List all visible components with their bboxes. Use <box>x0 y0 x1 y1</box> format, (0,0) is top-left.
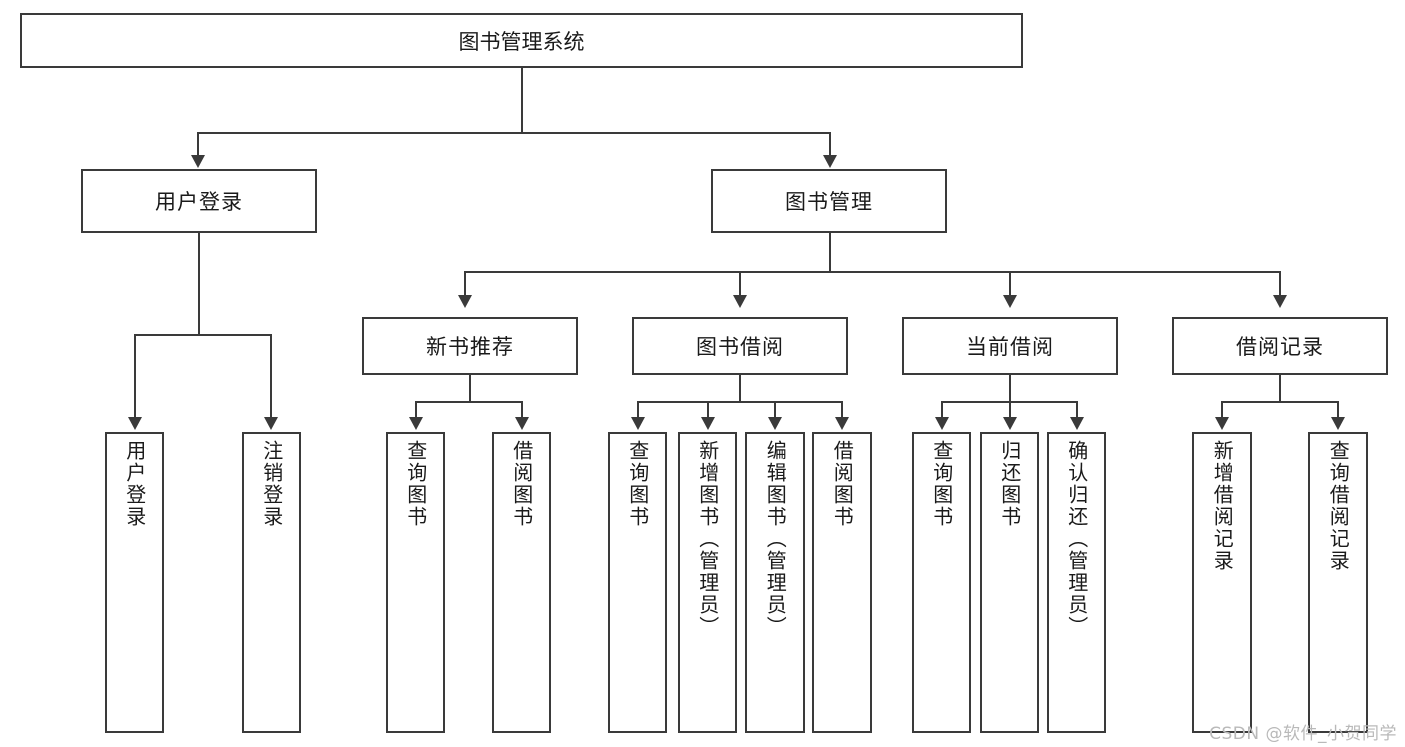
leaf-borrow-book[interactable]: 借阅图书 <box>812 432 872 733</box>
leaf-edit-book-admin[interactable]: 编辑图书（管理员） <box>745 432 805 733</box>
connector-current-borrow-trunk <box>1009 375 1011 403</box>
connector-book-management-trunk <box>829 233 831 273</box>
connector-book-borrow-trunk <box>739 375 741 403</box>
arrowhead-bb-leaf-1 <box>631 417 645 430</box>
connector-root-to-book-management <box>829 132 831 157</box>
leaf-label: 编辑图书（管理员） <box>763 440 788 638</box>
leaf-borrow-book-recommend[interactable]: 借阅图书 <box>492 432 551 733</box>
arrowhead-user-login <box>191 155 205 168</box>
connector-user-login-bus <box>134 334 271 336</box>
node-label: 图书管理系统 <box>458 29 585 54</box>
arrowhead-bb-leaf-2 <box>701 417 715 430</box>
node-label: 新书推荐 <box>426 335 514 359</box>
leaf-logout[interactable]: 注销登录 <box>242 432 301 733</box>
connector-bb-branch-1 <box>637 401 639 419</box>
leaf-query-borrow-record[interactable]: 查询借阅记录 <box>1308 432 1368 733</box>
leaf-query-book-borrow[interactable]: 查询图书 <box>608 432 667 733</box>
connector-bb-branch-2 <box>707 401 709 419</box>
leaf-return-book[interactable]: 归还图书 <box>980 432 1039 733</box>
node-borrow-record[interactable]: 借阅记录 <box>1172 317 1388 375</box>
arrowhead-leaf-user-login <box>128 417 142 430</box>
leaf-add-borrow-record[interactable]: 新增借阅记录 <box>1192 432 1252 733</box>
leaf-label: 确认归还（管理员） <box>1064 440 1089 638</box>
leaf-label: 新增图书（管理员） <box>695 440 720 638</box>
arrowhead-bb-leaf-4 <box>835 417 849 430</box>
node-label: 图书管理 <box>785 190 873 214</box>
connector-bb-branch-4 <box>841 401 843 419</box>
node-user-login[interactable]: 用户登录 <box>81 169 317 233</box>
node-new-book-recommend[interactable]: 新书推荐 <box>362 317 578 375</box>
arrowhead-cb-leaf-3 <box>1070 417 1084 430</box>
node-label: 用户登录 <box>155 190 243 214</box>
leaf-label: 新增借阅记录 <box>1210 440 1235 572</box>
connector-user-login-trunk <box>198 233 200 336</box>
connector-cb-branch-3 <box>1076 401 1078 419</box>
arrowhead-cb-leaf-1 <box>935 417 949 430</box>
leaf-label: 注销登录 <box>259 440 284 528</box>
connector-bb-branch-3 <box>774 401 776 419</box>
leaf-query-book-current[interactable]: 查询图书 <box>912 432 971 733</box>
leaf-add-book-admin[interactable]: 新增图书（管理员） <box>678 432 737 733</box>
arrowhead-borrow-record <box>1273 295 1287 308</box>
leaf-label: 用户登录 <box>122 440 147 528</box>
leaf-label: 归还图书 <box>997 440 1022 528</box>
arrowhead-cb-leaf-2 <box>1003 417 1017 430</box>
connector-new-book-recommend-trunk <box>469 375 471 403</box>
connector-to-current-borrow <box>1009 271 1011 297</box>
connector-user-login-branch-2 <box>270 334 272 419</box>
connector-to-new-book-recommend <box>464 271 466 297</box>
connector-to-book-borrow <box>739 271 741 297</box>
node-label: 当前借阅 <box>966 335 1054 359</box>
leaf-confirm-return-admin[interactable]: 确认归还（管理员） <box>1047 432 1106 733</box>
connector-to-borrow-record <box>1279 271 1281 297</box>
leaf-label: 查询借阅记录 <box>1326 440 1351 572</box>
leaf-label: 查询图书 <box>403 440 428 528</box>
leaf-query-book-recommend[interactable]: 查询图书 <box>386 432 445 733</box>
connector-root-bus <box>197 132 831 134</box>
connector-borrow-record-bus <box>1221 401 1339 403</box>
node-book-management[interactable]: 图书管理 <box>711 169 947 233</box>
arrowhead-br-leaf-2 <box>1331 417 1345 430</box>
connector-level3-bus <box>464 271 1280 273</box>
arrowhead-bb-leaf-3 <box>768 417 782 430</box>
arrowhead-br-leaf-1 <box>1215 417 1229 430</box>
node-root-book-management-system[interactable]: 图书管理系统 <box>20 13 1023 68</box>
node-label: 图书借阅 <box>696 335 784 359</box>
leaf-label: 查询图书 <box>929 440 954 528</box>
arrowhead-book-management <box>823 155 837 168</box>
leaf-user-login[interactable]: 用户登录 <box>105 432 164 733</box>
connector-cb-branch-1 <box>941 401 943 419</box>
arrowhead-book-borrow <box>733 295 747 308</box>
connector-br-branch-2 <box>1337 401 1339 419</box>
connector-user-login-branch-1 <box>134 334 136 419</box>
connector-cb-branch-2 <box>1009 401 1011 419</box>
leaf-label: 查询图书 <box>625 440 650 528</box>
connector-nbr-branch-1 <box>415 401 417 419</box>
node-book-borrow[interactable]: 图书借阅 <box>632 317 848 375</box>
connector-nbr-branch-2 <box>521 401 523 419</box>
leaf-label: 借阅图书 <box>830 440 855 528</box>
connector-root-trunk <box>521 68 523 133</box>
node-current-borrow[interactable]: 当前借阅 <box>902 317 1118 375</box>
connector-br-branch-1 <box>1221 401 1223 419</box>
node-label: 借阅记录 <box>1236 335 1324 359</box>
arrowhead-new-book-recommend <box>458 295 472 308</box>
arrowhead-nbr-leaf-1 <box>409 417 423 430</box>
arrowhead-nbr-leaf-2 <box>515 417 529 430</box>
connector-root-to-user-login <box>197 132 199 157</box>
leaf-label: 借阅图书 <box>509 440 534 528</box>
arrowhead-current-borrow <box>1003 295 1017 308</box>
connector-book-borrow-bus <box>637 401 842 403</box>
arrowhead-leaf-logout <box>264 417 278 430</box>
connector-new-book-recommend-bus <box>415 401 523 403</box>
connector-borrow-record-trunk <box>1279 375 1281 403</box>
